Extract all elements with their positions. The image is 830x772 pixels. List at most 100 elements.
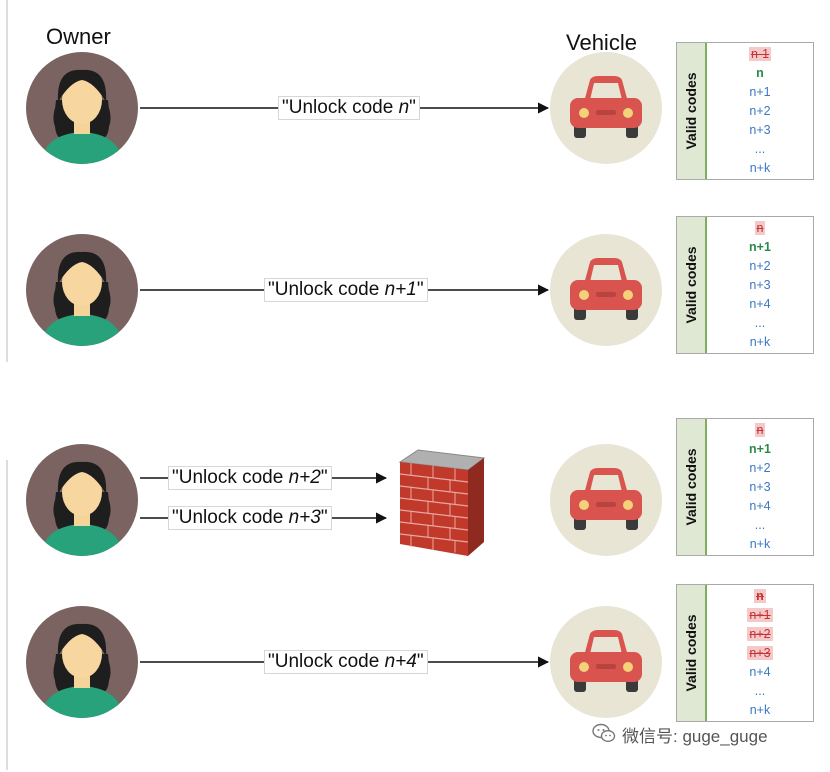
owner-avatar-icon	[26, 234, 138, 346]
valid-code-item: n+k	[707, 333, 813, 352]
valid-codes-list: n-1 n n+1 n+2 n+3... n+k	[707, 45, 813, 178]
valid-code-text: n+3	[749, 278, 771, 292]
valid-code-text: n+k	[749, 703, 771, 717]
valid-code-text: n	[756, 66, 764, 80]
valid-code-text: n-1	[748, 47, 772, 61]
valid-code-text: n	[754, 589, 766, 603]
valid-code-text: n+4	[749, 665, 771, 679]
unlock-message-label: "Unlock code n+4"	[264, 650, 428, 674]
valid-code-item: n	[707, 64, 813, 83]
unlock-message-label: "Unlock code n+1"	[264, 278, 428, 302]
valid-code-text: n+2	[749, 259, 771, 273]
valid-code-text: n+2	[749, 461, 771, 475]
valid-code-item: n-1	[707, 45, 813, 64]
valid-code-item: ...	[707, 140, 813, 159]
valid-code-text: n+3	[749, 123, 771, 137]
message-code: n	[398, 97, 410, 118]
valid-code-item: n	[707, 587, 813, 606]
valid-code-item: n+3	[707, 644, 813, 663]
valid-code-item: n	[707, 219, 813, 238]
valid-codes-list: n n+1 n+2 n+3 n+4... n+k	[707, 587, 813, 720]
unlock-message-label: "Unlock code n"	[278, 96, 420, 120]
valid-code-item: n+k	[707, 159, 813, 178]
valid-code-text: ...	[754, 142, 766, 156]
valid-code-item: n+3	[707, 276, 813, 295]
message-suffix: "	[416, 651, 424, 672]
vehicle-header: Vehicle	[566, 30, 637, 55]
valid-codes-label-bar: Valid codes	[677, 419, 707, 555]
valid-code-text: n	[754, 423, 766, 437]
valid-codes-panel: Valid codes n-1 n n+1 n+2 n+3... n+k	[676, 42, 814, 180]
valid-code-item: n+1	[707, 238, 813, 257]
watermark-text: 微信号: guge_guge	[622, 727, 768, 746]
message-suffix: "	[320, 507, 328, 528]
valid-codes-panel: Valid codes n n+1 n+2 n+3 n+4... n+k	[676, 216, 814, 354]
valid-code-text: n	[754, 221, 766, 235]
valid-code-text: n+k	[749, 537, 771, 551]
valid-code-text: n+k	[749, 335, 771, 349]
vehicle-car-icon	[550, 444, 662, 556]
valid-code-item: n+4	[707, 295, 813, 314]
valid-code-text: n+1	[747, 608, 773, 622]
message-prefix: "Unlock code	[172, 507, 289, 528]
unlock-message-label: "Unlock code n+2"	[168, 466, 332, 490]
firewall-icon	[398, 449, 486, 556]
valid-code-item: n+4	[707, 497, 813, 516]
valid-codes-label: Valid codes	[683, 614, 699, 692]
owner-header: Owner	[46, 24, 111, 49]
message-code: n+3	[288, 507, 321, 528]
valid-codes-label-bar: Valid codes	[677, 217, 707, 353]
valid-code-item: ...	[707, 314, 813, 333]
valid-codes-label: Valid codes	[683, 448, 699, 526]
message-code: n+1	[384, 279, 417, 300]
valid-code-text: n+4	[749, 499, 771, 513]
valid-code-text: n+1	[749, 240, 771, 254]
valid-code-item: n+2	[707, 459, 813, 478]
valid-code-item: ...	[707, 682, 813, 701]
valid-code-text: ...	[754, 518, 766, 532]
valid-codes-label-bar: Valid codes	[677, 585, 707, 721]
valid-code-item: n+1	[707, 440, 813, 459]
valid-codes-label: Valid codes	[683, 246, 699, 324]
valid-code-item: n+4	[707, 663, 813, 682]
valid-codes-list: n n+1 n+2 n+3 n+4... n+k	[707, 421, 813, 554]
valid-code-text: n+2	[749, 104, 771, 118]
unlock-message-label: "Unlock code n+3"	[168, 506, 332, 530]
valid-code-text: ...	[754, 684, 766, 698]
valid-code-item: n+2	[707, 257, 813, 276]
message-suffix: "	[416, 279, 424, 300]
vehicle-car-icon	[550, 606, 662, 718]
valid-code-text: n+1	[749, 442, 771, 456]
valid-code-item: n+k	[707, 535, 813, 554]
valid-code-item: n+2	[707, 102, 813, 121]
valid-code-text: n+3	[747, 646, 773, 660]
valid-codes-list: n n+1 n+2 n+3 n+4... n+k	[707, 219, 813, 352]
message-prefix: "Unlock code	[268, 279, 385, 300]
valid-code-item: n+1	[707, 606, 813, 625]
message-code: n+4	[384, 651, 417, 672]
message-suffix: "	[409, 97, 416, 118]
wechat-icon	[592, 723, 616, 743]
valid-codes-panel: Valid codes n n+1 n+2 n+3 n+4... n+k	[676, 584, 814, 722]
owner-avatar-icon	[26, 606, 138, 718]
valid-codes-label: Valid codes	[683, 72, 699, 150]
owner-avatar-icon	[26, 444, 138, 556]
valid-code-text: n+2	[747, 627, 773, 641]
vehicle-car-icon	[550, 234, 662, 346]
message-prefix: "Unlock code	[268, 651, 385, 672]
vehicle-car-icon	[550, 52, 662, 164]
valid-code-item: n+k	[707, 701, 813, 720]
valid-codes-label-bar: Valid codes	[677, 43, 707, 179]
valid-code-item: n+3	[707, 121, 813, 140]
valid-codes-panel: Valid codes n n+1 n+2 n+3 n+4... n+k	[676, 418, 814, 556]
valid-code-text: ...	[754, 316, 766, 330]
valid-code-text: n+1	[749, 85, 771, 99]
message-code: n+2	[288, 467, 321, 488]
valid-code-item: n+2	[707, 625, 813, 644]
valid-code-item: n+3	[707, 478, 813, 497]
message-prefix: "Unlock code	[172, 467, 289, 488]
message-prefix: "Unlock code	[282, 97, 399, 118]
valid-code-text: n+4	[749, 297, 771, 311]
